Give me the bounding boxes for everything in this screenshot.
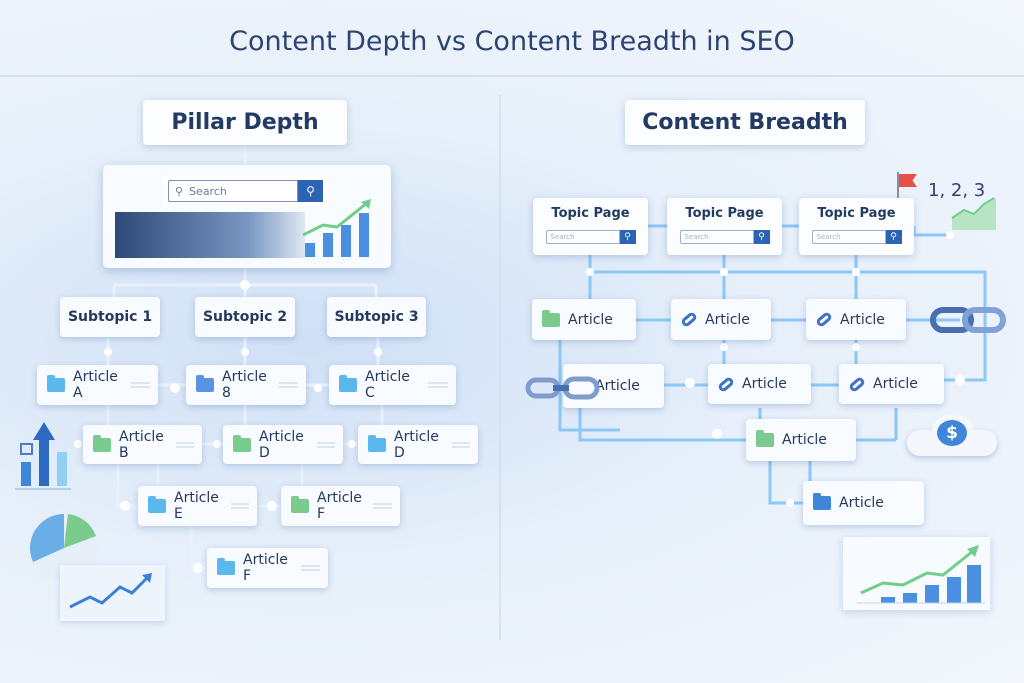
search-icon[interactable]: ⚲ <box>885 230 902 244</box>
article-node-6[interactable]: Article <box>839 364 944 404</box>
article-d-2[interactable]: Article D <box>358 425 478 464</box>
topic-page-label: Topic Page <box>551 206 630 221</box>
article-label: Article <box>595 378 640 394</box>
folder-icon <box>756 430 774 447</box>
article-label: Article B <box>119 428 164 461</box>
article-node-1[interactable]: Article <box>532 299 636 340</box>
search-input[interactable]: Search <box>189 184 227 198</box>
folder-icon <box>368 434 386 452</box>
cloud-dollar-icon: $ <box>907 412 997 456</box>
article-node-2[interactable]: Article <box>671 299 771 340</box>
article-node-8[interactable]: Article <box>803 481 924 525</box>
article-label: Article F <box>317 490 362 522</box>
search-input[interactable]: Search <box>545 230 620 244</box>
article-f-2[interactable]: Article F <box>207 548 328 588</box>
article-c[interactable]: Article C <box>329 365 456 405</box>
line-chart-card <box>60 565 165 621</box>
article-label: Article <box>839 495 884 511</box>
article-node-5[interactable]: Article <box>708 364 811 404</box>
search-icon: ⚲ <box>175 184 184 198</box>
article-b[interactable]: Article B <box>83 425 202 464</box>
chain-link-icon <box>525 376 600 400</box>
topic-page-label: Topic Page <box>817 206 896 221</box>
article-node-4[interactable]: Article <box>563 364 664 408</box>
folder-icon <box>196 375 214 392</box>
folder-icon <box>233 434 251 452</box>
folder-icon <box>148 496 166 513</box>
rank-label: 1, 2, 3 <box>928 180 986 201</box>
subtopic-3[interactable]: Subtopic 3 <box>327 297 426 337</box>
search-bar[interactable]: ⚲ Search ⚲ <box>168 180 323 202</box>
article-label: Article <box>840 311 885 328</box>
search-input[interactable]: Search <box>811 230 886 244</box>
article-label: Article D <box>259 428 304 461</box>
bar-line-chart-icon <box>857 545 985 604</box>
article-e[interactable]: Article E <box>138 486 257 526</box>
article-label: Article <box>742 376 787 392</box>
article-label: Article D <box>394 428 439 461</box>
article-label: Article E <box>174 490 219 522</box>
banner-bar <box>115 212 305 258</box>
article-d[interactable]: Article D <box>223 425 343 464</box>
article-a[interactable]: Article A <box>37 365 158 405</box>
article-label: Article A <box>73 369 118 401</box>
article-label: Article <box>568 311 613 328</box>
folder-icon <box>291 496 309 513</box>
folder-icon <box>339 375 357 392</box>
folder-icon <box>47 375 65 392</box>
page-title: Content Depth vs Content Breadth in SEO <box>229 26 795 57</box>
chain-link-icon <box>930 307 1006 333</box>
article-node-7[interactable]: Article <box>746 419 856 461</box>
folder-icon <box>217 558 235 575</box>
topic-search-bar[interactable]: Search⚲ <box>811 230 902 244</box>
search-button[interactable]: ⚲ <box>298 180 323 202</box>
article-f[interactable]: Article F <box>281 486 400 526</box>
pillar-page-card: ⚲ Search ⚲ <box>103 165 391 268</box>
growth-chart-icon <box>302 199 371 257</box>
folder-icon <box>93 434 111 452</box>
bar-chart-up-icon <box>15 422 71 490</box>
article-label: Article F <box>243 552 288 584</box>
green-growth-chart-icon <box>951 197 996 230</box>
link-icon <box>847 375 867 393</box>
pillar-depth-header: Pillar Depth <box>143 100 347 145</box>
article-label: Article <box>705 311 750 328</box>
article-label: Article <box>782 432 827 448</box>
content-breadth-header: Content Breadth <box>625 100 865 145</box>
article-node-3[interactable]: Article <box>806 299 906 340</box>
article-label: Article <box>873 376 918 392</box>
link-icon <box>716 375 736 393</box>
link-icon <box>679 310 699 329</box>
flag-icon <box>895 172 919 198</box>
search-input[interactable]: Search <box>679 230 754 244</box>
subtopic-2[interactable]: Subtopic 2 <box>195 297 295 337</box>
topic-search-bar[interactable]: Search⚲ <box>679 230 770 244</box>
article-8[interactable]: Article 8 <box>186 365 306 405</box>
article-label: Article C <box>365 369 410 401</box>
search-icon[interactable]: ⚲ <box>753 230 770 244</box>
search-icon[interactable]: ⚲ <box>619 230 636 244</box>
link-icon <box>814 310 834 329</box>
dollar-symbol: $ <box>937 420 967 446</box>
topic-page-label: Topic Page <box>685 206 764 221</box>
topic-search-bar[interactable]: Search⚲ <box>545 230 636 244</box>
folder-icon <box>542 309 560 327</box>
subtopic-1[interactable]: Subtopic 1 <box>60 297 160 337</box>
folder-icon <box>813 493 831 510</box>
trend-line-icon <box>69 573 152 609</box>
growth-chart-card <box>843 537 990 610</box>
article-label: Article 8 <box>222 369 267 401</box>
